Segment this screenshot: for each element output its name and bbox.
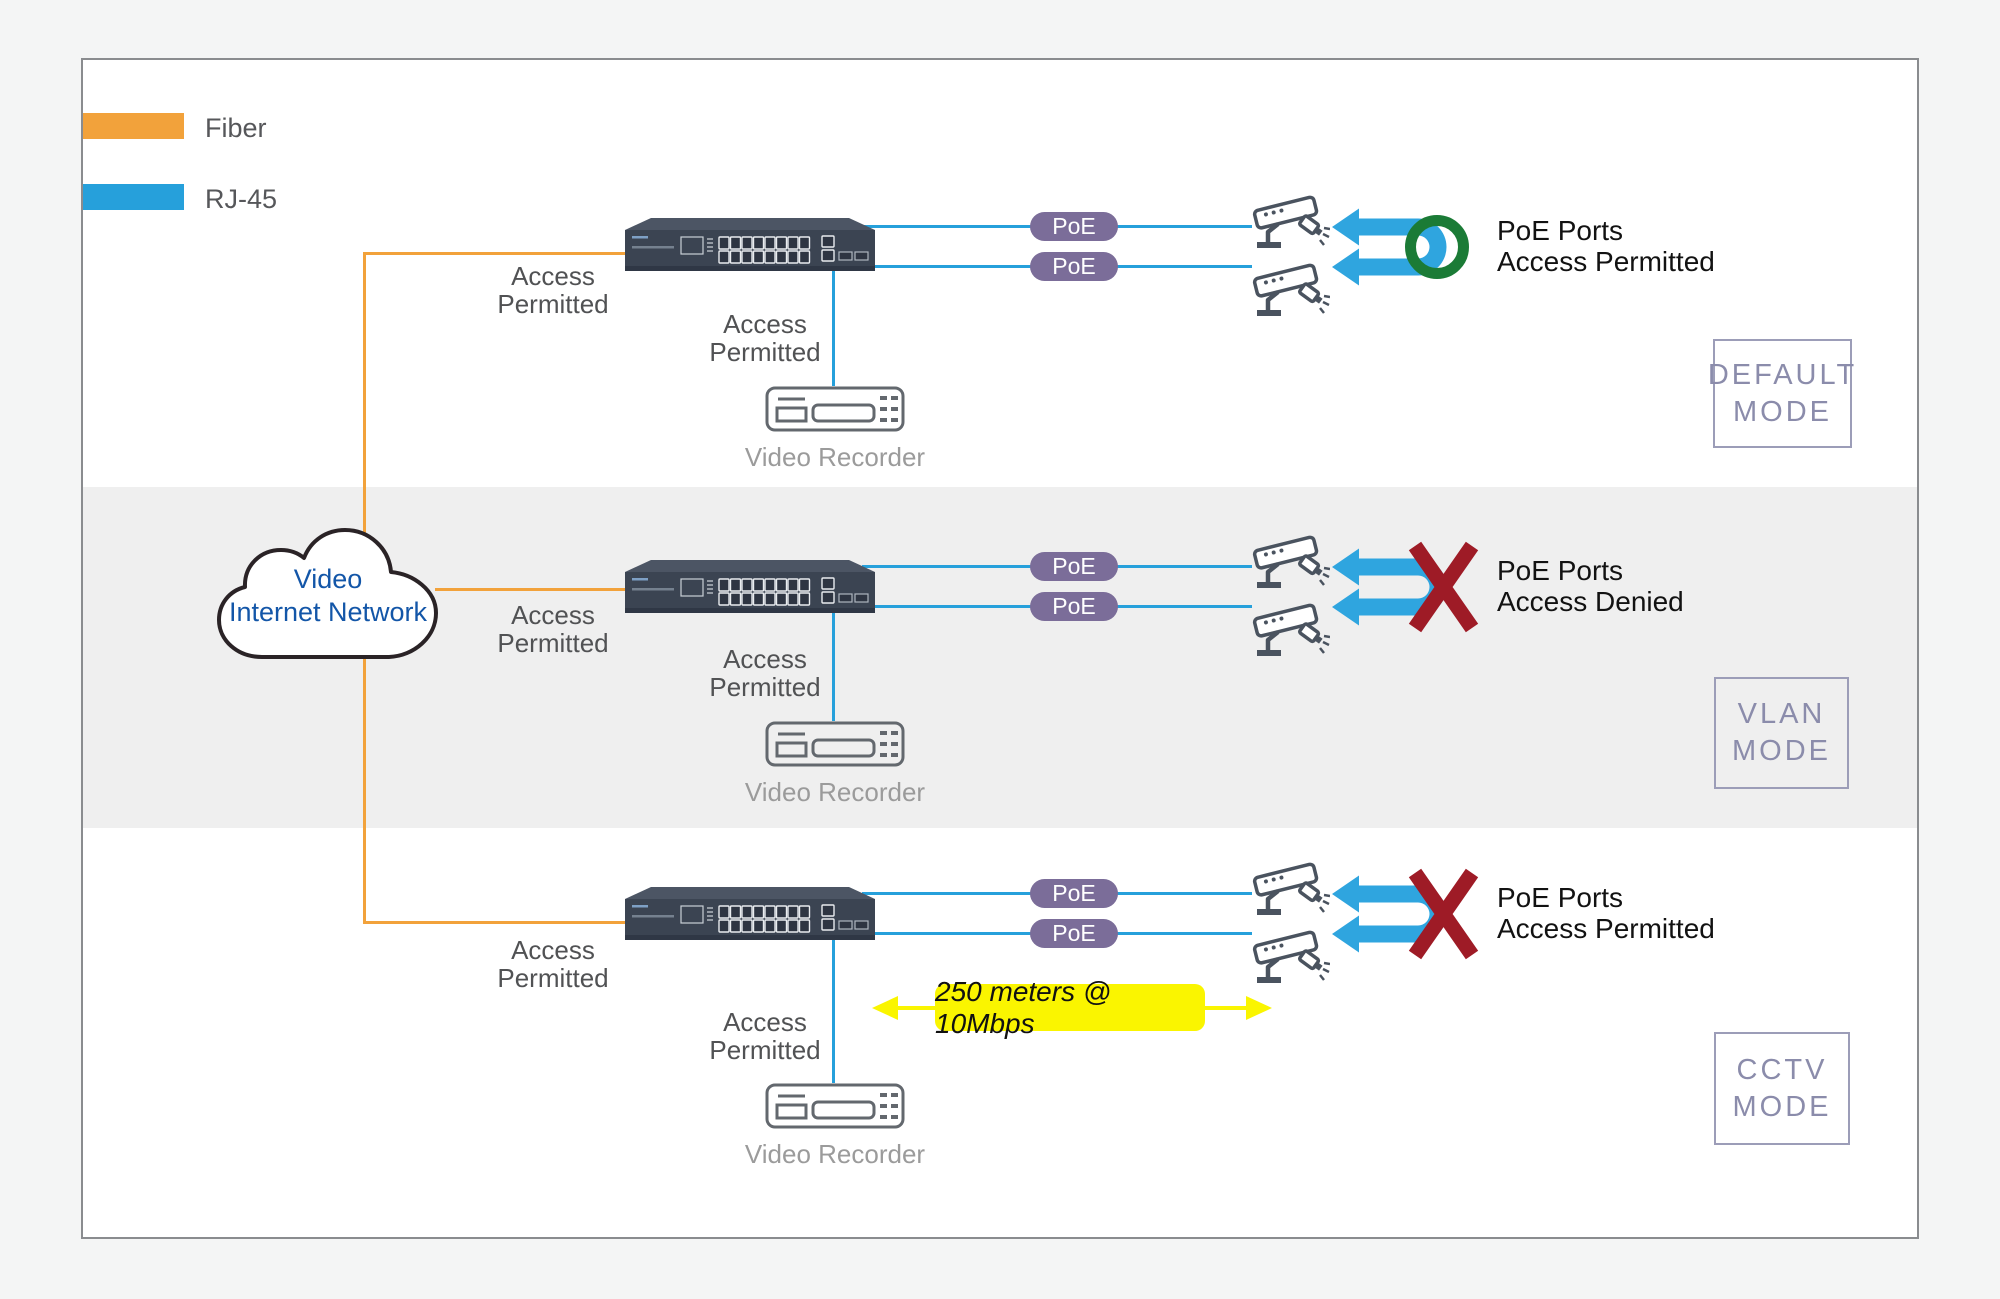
- mode-box-cctv: CCTV MODE: [1714, 1032, 1850, 1145]
- cloud-label: Video Internet Network: [208, 563, 448, 629]
- poe-result-label: PoE Ports Access Permitted: [1497, 882, 1715, 944]
- distance-note: 250 meters @ 10Mbps: [935, 976, 1205, 1039]
- result-line2: Access Permitted: [1497, 913, 1715, 944]
- mode-box-vlan: VLAN MODE: [1714, 677, 1849, 789]
- access-line1: Access: [511, 935, 595, 965]
- recorder-access-label: Access Permitted: [700, 645, 830, 701]
- rj45-link-s2-recorder: [832, 612, 835, 721]
- mode-box-default: DEFAULT MODE: [1708, 339, 1854, 448]
- fiber-link-cloud-to-switch2: [435, 588, 630, 591]
- cctv-camera-icon: [1250, 849, 1330, 919]
- cctv-camera-icon: [1250, 182, 1330, 252]
- network-switch-icon: [625, 216, 875, 274]
- result-line2: Access Denied: [1497, 586, 1684, 617]
- cctv-camera-icon: [1250, 250, 1330, 320]
- access-line2: Permitted: [497, 963, 609, 993]
- result-line1: PoE Ports: [1497, 555, 1624, 586]
- switch-access-label: Access Permitted: [488, 262, 618, 318]
- network-switch-icon: [625, 885, 875, 943]
- note-arrow-right-icon: [1246, 996, 1272, 1020]
- access-permitted-ring-icon: [1405, 215, 1469, 279]
- poe-result-label: PoE Ports Access Permitted: [1497, 215, 1715, 277]
- switch-access-label: Access Permitted: [488, 601, 618, 657]
- mode-line2: MODE: [1732, 735, 1831, 767]
- poe-result-label: PoE Ports Access Denied: [1497, 555, 1684, 617]
- note-arrow-left-shaft: [896, 1006, 940, 1010]
- access-line1: Access: [723, 1007, 807, 1037]
- fiber-legend-label: Fiber: [205, 113, 267, 143]
- access-line2: Permitted: [497, 289, 609, 319]
- access-line1: Access: [723, 644, 807, 674]
- poe-flow-arrows: [1332, 541, 1479, 633]
- result-line1: PoE Ports: [1497, 882, 1624, 913]
- result-line2: Access Permitted: [1497, 246, 1715, 277]
- poe-badge: PoE: [1030, 919, 1118, 948]
- rj45-legend-swatch: [83, 184, 184, 210]
- poe-flow-arrows: [1332, 199, 1469, 295]
- mode-line1: VLAN: [1737, 698, 1826, 730]
- mode-line2: MODE: [1733, 395, 1832, 428]
- access-denied-x-icon: [1408, 868, 1479, 960]
- poe-badge: PoE: [1030, 552, 1118, 581]
- rj45-link-s1-recorder: [832, 270, 835, 386]
- fiber-link-switch1-horizontal: [363, 252, 630, 255]
- recorder-access-label: Access Permitted: [700, 310, 830, 366]
- access-line1: Access: [511, 600, 595, 630]
- result-line1: PoE Ports: [1497, 215, 1624, 246]
- fiber-link-cloud-to-switch3-vertical: [363, 640, 366, 924]
- cloud-label-line1: Video: [293, 564, 363, 594]
- mode-line2: MODE: [1732, 1090, 1832, 1123]
- cloud-label-line2: Internet Network: [228, 597, 428, 627]
- mode-line1: DEFAULT: [1707, 358, 1858, 391]
- video-recorder-label: Video Recorder: [744, 777, 926, 807]
- cctv-camera-icon: [1250, 590, 1330, 660]
- access-line2: Permitted: [709, 1035, 821, 1065]
- video-recorder-icon: [765, 386, 905, 432]
- video-recorder-label: Video Recorder: [744, 1139, 926, 1169]
- mode-line1: CCTV: [1736, 1053, 1828, 1086]
- video-recorder-label: Video Recorder: [744, 442, 926, 472]
- poe-badge: PoE: [1030, 879, 1118, 908]
- fiber-legend-swatch: [83, 113, 184, 139]
- recorder-access-label: Access Permitted: [700, 1008, 830, 1064]
- access-line2: Permitted: [497, 628, 609, 658]
- poe-badge: PoE: [1030, 592, 1118, 621]
- access-line2: Permitted: [709, 672, 821, 702]
- fiber-link-cloud-to-switch1-vertical: [363, 252, 366, 564]
- note-arrow-right-shaft: [1200, 1006, 1250, 1010]
- rj45-link-s3-recorder: [832, 939, 835, 1083]
- video-recorder-icon: [765, 1083, 905, 1129]
- access-line1: Access: [511, 261, 595, 291]
- poe-badge: PoE: [1030, 212, 1118, 241]
- switch-access-label: Access Permitted: [488, 936, 618, 992]
- access-line1: Access: [723, 309, 807, 339]
- poe-flow-arrows: [1332, 868, 1479, 960]
- access-denied-x-icon: [1408, 541, 1479, 633]
- rj45-legend-label: RJ-45: [205, 184, 278, 214]
- access-line2: Permitted: [709, 337, 821, 367]
- network-switch-icon: [625, 558, 875, 616]
- video-recorder-icon: [765, 721, 905, 767]
- cctv-camera-icon: [1250, 917, 1330, 987]
- cctv-camera-icon: [1250, 522, 1330, 592]
- poe-badge: PoE: [1030, 252, 1118, 281]
- note-arrow-left-icon: [872, 996, 898, 1020]
- fiber-link-switch3-horizontal: [363, 921, 630, 924]
